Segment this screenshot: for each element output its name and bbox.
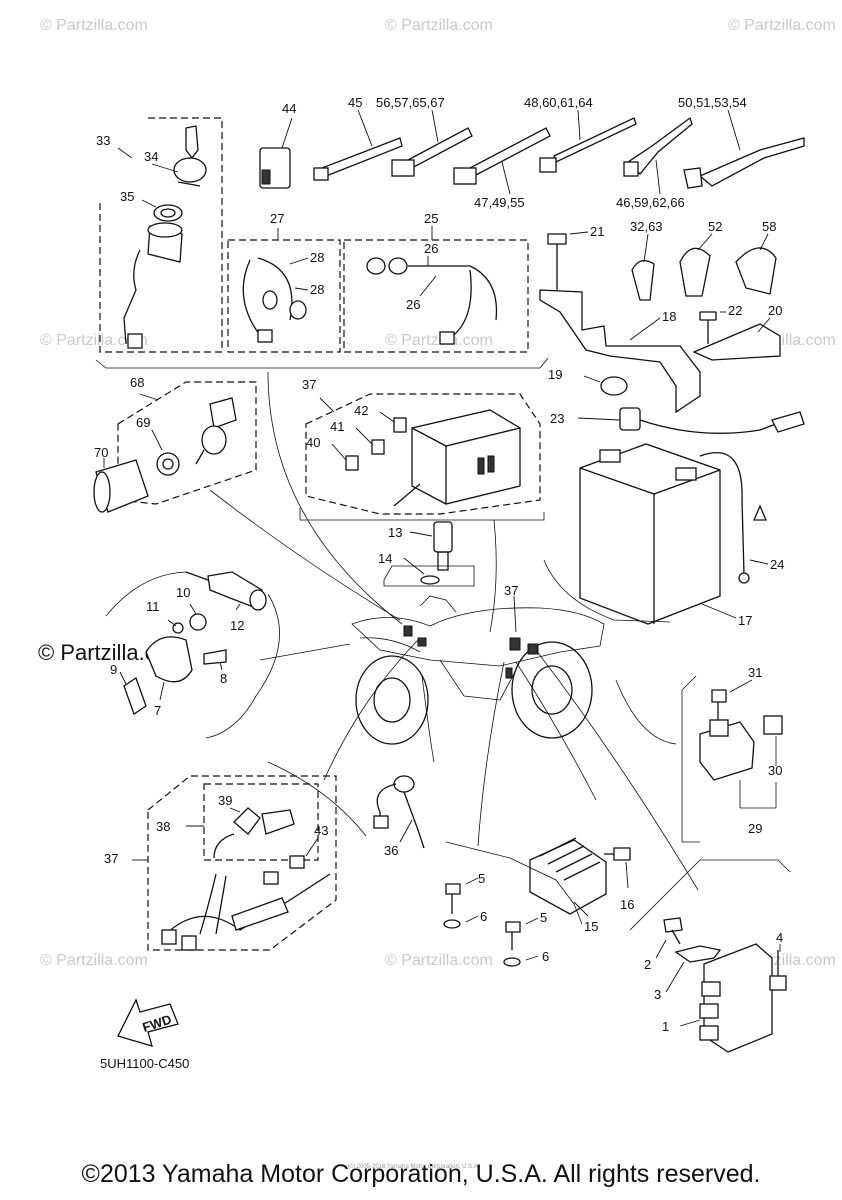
watermark: © Partzilla.com <box>40 332 148 349</box>
bracket-assembly <box>539 231 781 414</box>
callout: 18 <box>662 309 676 324</box>
callout: 39 <box>218 793 232 808</box>
group-wire-27 <box>227 228 341 353</box>
callout: 37 <box>302 377 316 392</box>
rectifier-group <box>443 837 631 967</box>
routing-lines <box>259 371 699 891</box>
callout: 70 <box>94 445 108 460</box>
callout: 37 <box>504 583 518 598</box>
callout: 28 <box>310 250 324 265</box>
callout: 16 <box>620 897 634 912</box>
callout: 32,63 <box>630 219 663 234</box>
callout: 15 <box>584 919 598 934</box>
callout: 6 <box>542 949 549 964</box>
callout: 45 <box>348 95 362 110</box>
callout: 69 <box>136 415 150 430</box>
callout: 35 <box>120 189 134 204</box>
callout: 5 <box>540 910 547 925</box>
callout: 36 <box>384 843 398 858</box>
fwd-arrow-icon: FWD <box>117 998 179 1047</box>
callout: 17 <box>738 613 752 628</box>
callout: 23 <box>550 411 564 426</box>
group-socket <box>93 381 257 513</box>
cdi-group <box>629 859 791 1053</box>
diagram-code: 5UH1100-C450 <box>100 1056 189 1071</box>
callout: 42 <box>354 403 368 418</box>
callout: 24 <box>770 557 784 572</box>
group-main-switch <box>99 117 223 353</box>
callout: 37 <box>104 851 118 866</box>
callout: 33 <box>96 133 110 148</box>
relay-group <box>681 675 783 843</box>
callout-labels: 1 2 3 4 5 5 6 6 7 8 9 10 11 12 13 14 15 … <box>94 95 784 1034</box>
callout: 3 <box>654 987 661 1002</box>
atv-vehicle <box>351 595 605 745</box>
group-frame-top <box>95 357 549 369</box>
callout: 8 <box>220 671 227 686</box>
callout: 40 <box>306 435 320 450</box>
callout: 52 <box>708 219 722 234</box>
ignition-coil <box>105 571 280 739</box>
callout: 46,59,62,66 <box>616 195 685 210</box>
callout: 30 <box>768 763 782 778</box>
callout: 38 <box>156 819 170 834</box>
watermark: © Partzilla.com <box>40 952 148 969</box>
callout: 19 <box>548 367 562 382</box>
callout: 13 <box>388 525 402 540</box>
callout: 10 <box>176 585 190 600</box>
group-harness-lower <box>132 761 367 951</box>
callout: 27 <box>270 211 284 226</box>
callout: 20 <box>768 303 782 318</box>
tiny-copyright: (c) 2005-2016 Yamaha Motor Corporation, … <box>348 1164 480 1170</box>
watermark: © Partzilla.com <box>385 17 493 34</box>
watermark: © Partzilla.com <box>728 17 836 34</box>
callout: 28 <box>310 282 324 297</box>
lead-fusebox <box>299 508 545 521</box>
callout: 14 <box>378 551 392 566</box>
callout: 48,60,61,64 <box>524 95 593 110</box>
callout: 58 <box>762 219 776 234</box>
callout: 11 <box>146 599 160 614</box>
callout: 44 <box>282 101 296 116</box>
group-fuse-box <box>305 393 541 515</box>
copyright-notice: ©2013 Yamaha Motor Corporation, U.S.A. A… <box>81 1160 761 1188</box>
callout: 6 <box>480 909 487 924</box>
callout: 29 <box>748 821 762 836</box>
switch-36 <box>373 775 425 849</box>
callout: 25 <box>424 211 438 226</box>
battery-assembly <box>577 407 805 625</box>
watermark: © Partzilla.com <box>385 332 493 349</box>
callout: 47,49,55 <box>474 195 525 210</box>
clamps <box>631 233 777 301</box>
callout: 22 <box>728 303 742 318</box>
callout: 7 <box>154 703 161 718</box>
callout: 4 <box>776 930 783 945</box>
callout: 26 <box>406 297 420 312</box>
callout: 26 <box>424 241 438 256</box>
callout: 56,57,65,67 <box>376 95 445 110</box>
callout: 9 <box>110 662 117 677</box>
callout: 68 <box>130 375 144 390</box>
callout: 41 <box>330 419 344 434</box>
sensor <box>383 521 475 587</box>
callout: 2 <box>644 957 651 972</box>
callout: 50,51,53,54 <box>678 95 747 110</box>
callout: 1 <box>662 1019 669 1034</box>
callout: 31 <box>748 665 762 680</box>
callout: 34 <box>144 149 158 164</box>
callout: 12 <box>230 618 244 633</box>
callout: 43 <box>314 823 328 838</box>
group-wire-25 <box>343 226 529 353</box>
watermark: © Partzilla.com <box>40 17 148 34</box>
watermark: © Partzilla.com <box>385 952 493 969</box>
callout: 5 <box>478 871 485 886</box>
callout: 21 <box>590 224 604 239</box>
cable-ties <box>259 109 805 195</box>
lead-socket <box>209 489 401 621</box>
